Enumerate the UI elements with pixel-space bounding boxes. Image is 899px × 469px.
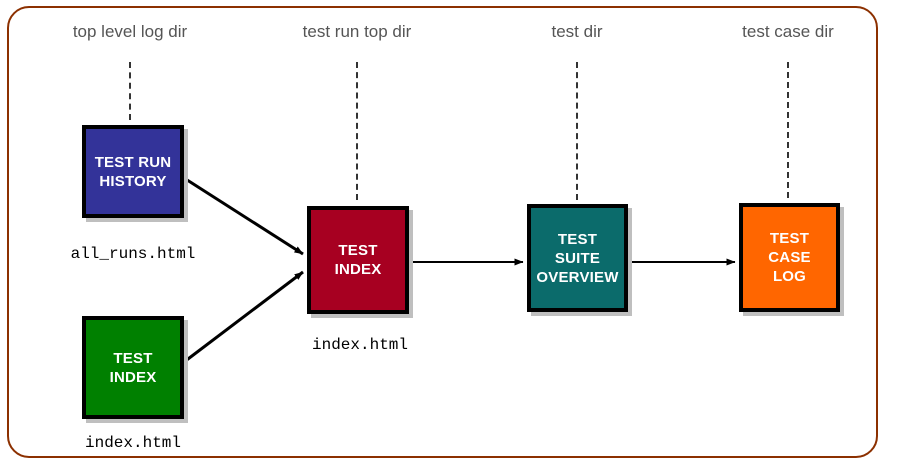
node-test-case-log-line-1: TEST	[769, 230, 810, 247]
node-test-suite-overview[interactable]: TEST SUITE OVERVIEW	[527, 204, 628, 312]
node-test-index-top-level-line-2: INDEX	[109, 368, 157, 386]
column-label-test-run-top-dir: test run top dir	[302, 22, 412, 41]
node-test-case-log[interactable]: TEST CASE LOG	[739, 203, 840, 312]
node-test-index-top-level[interactable]: TEST INDEX	[82, 316, 184, 419]
file-label-index-html-top-level: index.html	[84, 434, 182, 452]
dashed-connector-top-level-log-dir	[129, 62, 131, 120]
column-label-top-level-log-dir: top level log dir	[72, 22, 188, 41]
dashed-connector-test-case-dir	[787, 62, 789, 198]
node-test-suite-overview-line-2: SUITE	[554, 249, 601, 267]
node-test-index-run[interactable]: TEST INDEX	[307, 206, 409, 314]
node-test-case-log-line-2: CASE	[768, 249, 811, 266]
column-label-test-dir: test dir	[551, 22, 603, 41]
node-test-suite-overview-line-3: OVERVIEW	[536, 268, 619, 286]
column-label-test-case-dir: test case dir	[742, 22, 834, 41]
node-test-index-run-line-2: INDEX	[334, 261, 382, 278]
node-test-index-run-line-1: TEST	[338, 242, 378, 259]
dashed-connector-test-dir	[576, 62, 578, 200]
node-test-case-log-line-3: LOG	[772, 268, 807, 285]
node-test-index-top-level-line-1: TEST	[113, 349, 153, 367]
node-test-run-history[interactable]: TEST RUN HISTORY	[82, 125, 184, 218]
diagram-frame-border	[7, 6, 878, 458]
node-test-run-history-line-2: HISTORY	[99, 172, 167, 190]
node-test-suite-overview-line-1: TEST	[557, 230, 598, 248]
file-label-all-runs-html: all_runs.html	[70, 245, 196, 263]
file-label-index-html-test-run: index.html	[311, 336, 409, 354]
node-test-run-history-line-1: TEST RUN	[94, 153, 172, 171]
dashed-connector-test-run-top-dir	[356, 62, 358, 200]
